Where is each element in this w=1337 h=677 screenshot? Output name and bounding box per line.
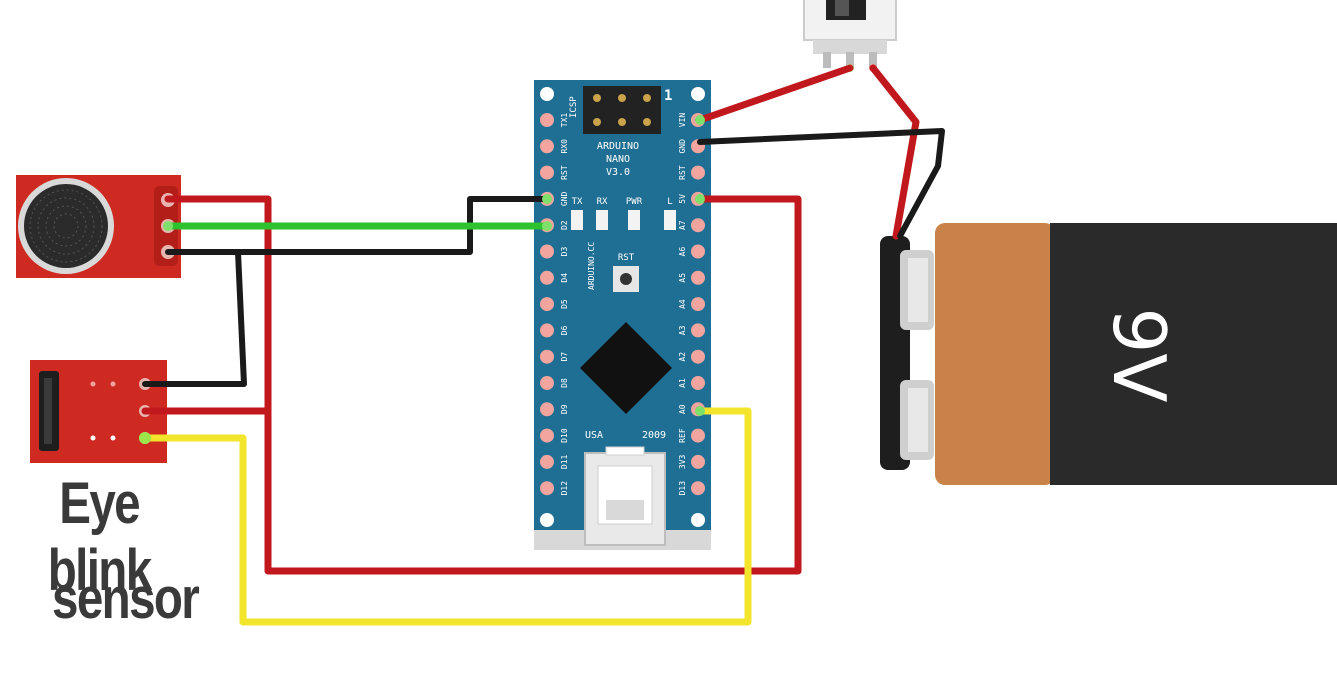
board-title-3: V3.0 xyxy=(606,167,630,178)
right-pin-label: A2 xyxy=(678,352,687,362)
right-pin-label: VIN xyxy=(678,113,687,128)
right-pin-pad xyxy=(691,244,705,259)
right-pin-pad xyxy=(691,376,705,390)
right-pin-pad xyxy=(691,349,705,364)
reset-button-label: RST xyxy=(618,253,635,263)
board-title-1: ARDUINO xyxy=(597,141,639,152)
left-pin-pad xyxy=(540,454,554,469)
caption-line-1: Eye blink xyxy=(47,471,152,603)
red-wires xyxy=(141,64,920,575)
right-pin-pad xyxy=(691,218,705,233)
left-pin-pad xyxy=(540,481,554,496)
wire-vin-to-switch xyxy=(696,64,854,124)
left-pin-pad xyxy=(540,113,554,127)
right-pin-label: A4 xyxy=(678,299,687,309)
right-pin-label: 5V xyxy=(678,194,687,204)
wire-gnd-to-battery xyxy=(697,128,945,239)
right-pin-label: REF xyxy=(678,428,687,443)
pin-one-label: 1 xyxy=(664,88,672,104)
right-pin-pad xyxy=(691,428,705,443)
9v-battery: 9V xyxy=(880,223,1337,485)
sound-sensor-module xyxy=(16,175,181,278)
left-pin-label: GND xyxy=(560,191,569,206)
tx-led-label: TX xyxy=(572,197,583,207)
l-led-label: L xyxy=(667,197,672,207)
right-pin-pad xyxy=(691,323,705,338)
left-pin-label: D10 xyxy=(560,428,569,443)
right-pin-label: GND xyxy=(678,139,687,154)
right-pin-pad xyxy=(691,454,705,469)
year-label: 2009 xyxy=(642,430,666,441)
left-pin-label: D9 xyxy=(560,404,569,414)
left-pin-label: D2 xyxy=(560,220,569,230)
left-pin-label: RST xyxy=(560,165,569,180)
usa-label: USA xyxy=(585,430,603,441)
left-pin-pad xyxy=(540,270,554,285)
battery-voltage-label: 9V xyxy=(1097,307,1181,402)
right-pin-pad xyxy=(691,481,705,496)
left-pin-label: D8 xyxy=(560,378,569,388)
right-pin-label: A6 xyxy=(678,247,687,257)
vendor-label: ARDUINO.CC xyxy=(587,242,596,290)
right-pin-label: A3 xyxy=(678,325,687,335)
right-pin-pad xyxy=(691,297,705,312)
left-pin-label: D11 xyxy=(560,454,569,469)
wire-yellow-signal xyxy=(141,407,752,626)
right-pin-label: A1 xyxy=(678,378,687,388)
left-pin-label: D5 xyxy=(560,299,569,309)
right-pin-label: RST xyxy=(678,165,687,180)
rx-led-label: RX xyxy=(597,197,608,207)
left-pin-label: D3 xyxy=(560,247,569,257)
left-pin-pad xyxy=(540,297,554,312)
wire-switch-to-battery xyxy=(869,64,920,240)
right-pin-label: A5 xyxy=(678,273,687,283)
board-title-2: NANO xyxy=(606,154,630,165)
right-pin-label: A0 xyxy=(678,404,687,414)
left-pin-pad xyxy=(540,139,554,154)
right-pin-pad xyxy=(691,165,705,180)
pwr-led-label: PWR xyxy=(626,197,643,207)
left-pin-pad xyxy=(540,349,554,364)
caption-line-2: sensor xyxy=(52,566,200,631)
left-pin-pad xyxy=(540,165,554,180)
left-pin-label: D4 xyxy=(560,273,569,283)
right-pin-pad xyxy=(691,270,705,285)
left-pin-pad xyxy=(540,376,554,390)
arduino-nano-board: ICSP 1 ARDUINO NANO V3.0 TX RX PWR L RST… xyxy=(534,80,711,550)
left-pin-label: D7 xyxy=(560,352,569,362)
right-pin-label: A7 xyxy=(678,220,687,230)
left-pin-label: D12 xyxy=(560,481,569,496)
microcontroller-chip xyxy=(580,322,672,414)
wire-5v-to-sensors xyxy=(164,195,802,575)
left-pin-pad xyxy=(540,428,554,443)
right-pin-label: D13 xyxy=(678,481,687,496)
icsp-label: ICSP xyxy=(569,96,579,118)
left-pin-label: RX0 xyxy=(560,139,569,154)
wire-gnd-eye-sensor xyxy=(142,249,247,387)
left-pin-label: TX1 xyxy=(560,113,569,128)
left-pin-label: D6 xyxy=(560,325,569,335)
power-switch xyxy=(803,0,897,72)
left-pin-pad xyxy=(540,244,554,259)
left-pin-pad xyxy=(540,323,554,338)
right-pin-label: 3V3 xyxy=(678,454,687,469)
left-pin-pad xyxy=(540,402,554,417)
